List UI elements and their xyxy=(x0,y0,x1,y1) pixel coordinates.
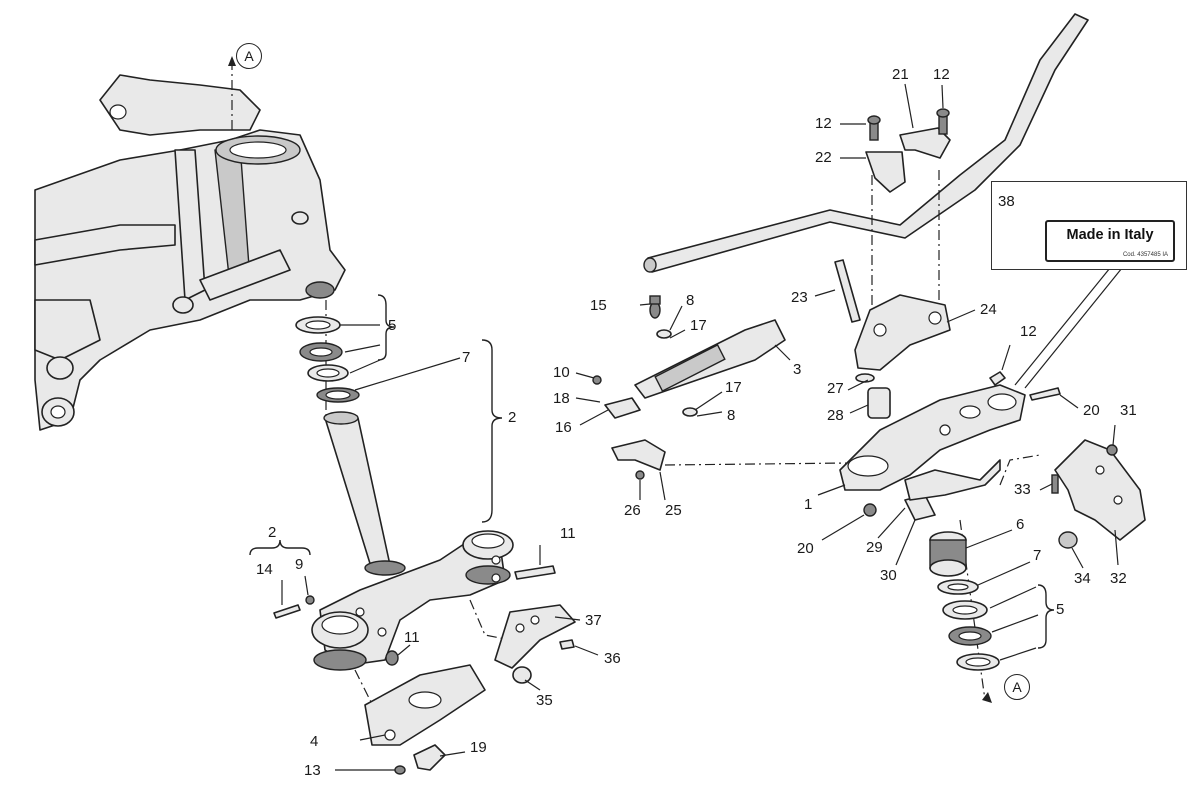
callout-18: 18 xyxy=(553,390,570,407)
callout-9: 9 xyxy=(295,556,304,573)
callout-19: 19 xyxy=(470,739,487,756)
callout-8-top: 8 xyxy=(686,292,695,309)
label-code-text: Cod. 4357485 IA xyxy=(1122,252,1168,258)
callout-22: 22 xyxy=(815,149,832,166)
callout-12-top: 12 xyxy=(933,66,950,83)
callout-15: 15 xyxy=(590,297,607,314)
callout-11-right: 11 xyxy=(560,525,576,542)
callout-16: 16 xyxy=(555,419,572,436)
callout-8-lower: 8 xyxy=(727,407,736,424)
callout-28: 28 xyxy=(827,407,844,424)
callout-36: 36 xyxy=(604,650,621,667)
lower-triple-clamp xyxy=(311,530,514,671)
callout-38: 38 xyxy=(998,193,1015,210)
callout-14: 14 xyxy=(256,561,273,578)
callout-32: 32 xyxy=(1110,570,1127,587)
callout-2-bracket: 2 xyxy=(268,524,277,541)
callout-4: 4 xyxy=(310,733,319,750)
stem-bolts xyxy=(273,565,556,775)
callout-21: 21 xyxy=(892,66,909,83)
upper-triple-clamp xyxy=(664,371,1061,521)
callout-3: 3 xyxy=(793,361,802,378)
callout-1: 1 xyxy=(804,496,813,513)
steering-damper xyxy=(592,295,786,480)
right-bearing-stack xyxy=(929,519,1000,703)
callout-20-right: 20 xyxy=(1083,402,1100,419)
callout-6: 6 xyxy=(1016,516,1025,533)
callout-7-left: 7 xyxy=(462,349,471,366)
callout-27: 27 xyxy=(827,380,844,397)
steering-stem xyxy=(323,411,406,576)
callout-leaders xyxy=(249,83,1123,771)
callout-30: 30 xyxy=(880,567,897,584)
callout-17-top: 17 xyxy=(690,317,707,334)
callout-33: 33 xyxy=(1014,481,1031,498)
callout-26: 26 xyxy=(624,502,641,519)
callout-12-right: 12 xyxy=(1020,323,1037,340)
made-in-italy-text: Made in Italy xyxy=(1066,227,1154,243)
callout-5-left: 5 xyxy=(388,317,397,334)
clamp-cover xyxy=(354,664,486,771)
callout-34: 34 xyxy=(1074,570,1091,587)
callout-31: 31 xyxy=(1120,402,1137,419)
callout-20-lower: 20 xyxy=(797,540,814,557)
callout-11-lower: 11 xyxy=(404,629,420,646)
reference-mark-top: A xyxy=(236,43,262,69)
callout-7-right: 7 xyxy=(1033,547,1042,564)
frame xyxy=(34,56,346,431)
riser xyxy=(834,259,951,419)
callout-29: 29 xyxy=(866,539,883,556)
callout-35: 35 xyxy=(536,692,553,709)
made-in-italy-sticker: Made in Italy Cod. 4357485 IA xyxy=(1045,220,1175,262)
callout-10: 10 xyxy=(553,364,570,381)
callout-2-right: 2 xyxy=(508,409,517,426)
upper-clamps xyxy=(865,108,951,330)
callout-5-right: 5 xyxy=(1056,601,1065,618)
callout-17-lower: 17 xyxy=(725,379,742,396)
callout-12-left: 12 xyxy=(815,115,832,132)
callout-24: 24 xyxy=(980,301,997,318)
callout-25: 25 xyxy=(665,502,682,519)
callout-37: 37 xyxy=(585,612,602,629)
callout-13: 13 xyxy=(304,762,321,779)
callout-23: 23 xyxy=(791,289,808,306)
reference-mark-bottom: A xyxy=(1004,674,1030,700)
handlebar xyxy=(643,13,1089,273)
left-bracket-parts xyxy=(469,599,576,684)
left-bearing-stack xyxy=(295,300,360,420)
right-bracket-parts xyxy=(999,439,1146,549)
